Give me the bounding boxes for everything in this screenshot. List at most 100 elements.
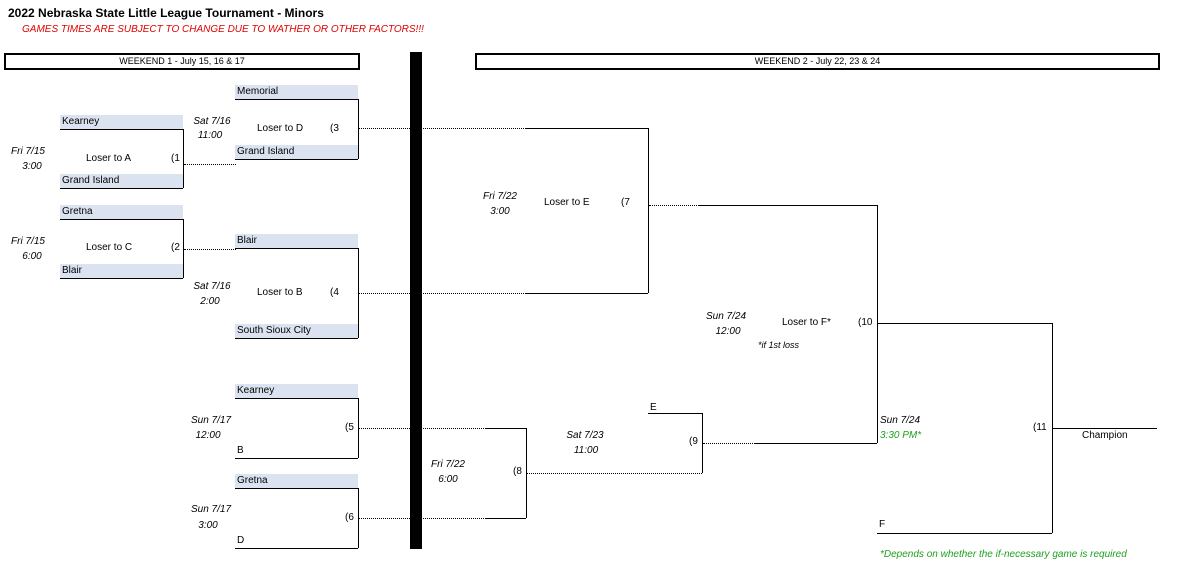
g8-game-number: (8 xyxy=(513,466,522,477)
g3-game-number: (3 xyxy=(330,123,339,134)
g2-loser-label: Loser to C xyxy=(86,242,133,253)
g7-top-line xyxy=(526,128,648,129)
weekend-divider xyxy=(410,52,422,549)
g2-bracket xyxy=(183,219,184,278)
g10-game-number: (10 xyxy=(858,317,873,328)
g10-bracket xyxy=(877,205,878,443)
g1-winner-line xyxy=(184,164,236,165)
g10-loser-label: Loser to F* xyxy=(782,317,831,328)
g6-day: Sun 7/17 xyxy=(190,504,232,515)
g5-time: 12:00 xyxy=(195,430,221,441)
g11-day: Sun 7/24 xyxy=(880,415,921,426)
g4-game-number: (4 xyxy=(330,287,339,298)
g6-bottom-team: D xyxy=(237,535,245,546)
g2-bottom-line xyxy=(60,278,183,279)
g2-game-number: (2 xyxy=(171,242,180,253)
g9-bracket xyxy=(702,413,703,473)
g10-day: Sun 7/24 xyxy=(705,311,747,322)
g6-bracket xyxy=(358,488,359,548)
g7-loser-label: Loser to E xyxy=(544,197,590,208)
champion-line xyxy=(1052,428,1157,429)
g1-day: Fri 7/15 xyxy=(11,146,45,157)
g3-top-line xyxy=(235,99,358,100)
g6-bottom-line xyxy=(235,548,358,549)
g1-bottom-team: Grand Island xyxy=(60,174,183,188)
g10-winner-line xyxy=(877,323,1052,324)
g7-bracket xyxy=(648,128,649,293)
g5-game-number: (5 xyxy=(345,422,354,433)
g9-day: Sat 7/23 xyxy=(566,430,604,441)
g9-game-number: (9 xyxy=(689,436,698,447)
g7-winner-line xyxy=(699,205,877,206)
g4-loser-label: Loser to B xyxy=(257,287,303,298)
g2-bottom-team: Blair xyxy=(60,264,183,278)
g10-note: *if 1st loss xyxy=(758,340,800,350)
g4-day: Sat 7/16 xyxy=(193,281,231,292)
g8-time: 6:00 xyxy=(438,474,458,485)
g1-game-number: (1 xyxy=(171,153,180,164)
g4-bottom-team: South Sioux City xyxy=(235,324,358,338)
g2-top-line xyxy=(60,219,183,220)
g6-game-number: (6 xyxy=(345,512,354,523)
g2-winner-line xyxy=(184,249,236,250)
champion-label: Champion xyxy=(1082,430,1128,441)
g4-top-line xyxy=(235,248,358,249)
g4-bottom-line xyxy=(235,338,358,339)
page-title: 2022 Nebraska State Little League Tourna… xyxy=(8,6,324,20)
g3-loser-label: Loser to D xyxy=(257,123,304,134)
g9-winner-dotted xyxy=(703,443,755,444)
g3-bottom-line xyxy=(235,159,358,160)
g1-top-line xyxy=(60,129,183,130)
g7-time: 3:00 xyxy=(490,206,510,217)
g8-bottom-line xyxy=(486,518,526,519)
g7-bottom-line xyxy=(526,293,648,294)
g6-top-line xyxy=(235,488,358,489)
weekend2-banner: WEEKEND 2 - July 22, 23 & 24 xyxy=(475,53,1160,70)
g8-bracket xyxy=(526,428,527,518)
g2-top-team: Gretna xyxy=(60,205,183,219)
g3-top-team: Memorial xyxy=(235,85,358,99)
g1-time: 3:00 xyxy=(22,161,42,172)
g1-bottom-line xyxy=(60,188,183,189)
g8-top-line xyxy=(486,428,526,429)
g11-game-number: (11 xyxy=(1033,422,1047,433)
warning-subtitle: GAMES TIMES ARE SUBJECT TO CHANGE DUE TO… xyxy=(22,24,424,35)
g1-loser-label: Loser to A xyxy=(86,153,132,164)
g5-winner-line xyxy=(359,428,526,429)
weekend1-banner: WEEKEND 1 - July 15, 16 & 17 xyxy=(4,53,360,70)
g1-top-team: Kearney xyxy=(60,115,183,129)
g7-winner-dotted xyxy=(649,205,699,206)
g3-day: Sat 7/16 xyxy=(193,116,231,127)
g4-bracket xyxy=(358,248,359,338)
g6-top-team: Gretna xyxy=(235,474,358,488)
g8-winner-line xyxy=(527,473,702,474)
g1-bracket xyxy=(183,129,184,188)
g9-winner-line xyxy=(755,443,877,444)
g5-top-line xyxy=(235,398,358,399)
g11-time: 3:30 PM* xyxy=(880,430,922,441)
g3-winner-line xyxy=(359,128,526,129)
g3-time: 11:00 xyxy=(197,130,223,141)
g4-top-team: Blair xyxy=(235,234,358,248)
g10-time: 12:00 xyxy=(715,326,741,337)
g5-bottom-line xyxy=(235,458,358,459)
g6-winner-line xyxy=(359,518,526,519)
g7-day: Fri 7/22 xyxy=(483,191,517,202)
footnote: *Depends on whether the if-necessary gam… xyxy=(880,549,1127,560)
g5-bottom-team: B xyxy=(237,445,244,456)
g5-day: Sun 7/17 xyxy=(190,415,232,426)
g3-bracket xyxy=(358,99,359,159)
g8-day: Fri 7/22 xyxy=(431,459,465,470)
g5-bracket xyxy=(358,398,359,458)
g9-top-team: E xyxy=(650,402,657,413)
g6-time: 3:00 xyxy=(198,520,218,531)
g2-time: 6:00 xyxy=(22,251,42,262)
g3-bottom-team: Grand Island xyxy=(235,145,358,159)
g4-time: 2:00 xyxy=(200,296,220,307)
g7-game-number: (7 xyxy=(621,197,630,208)
g4-winner-line xyxy=(359,293,526,294)
g11-bottom-line xyxy=(877,533,1052,534)
g2-day: Fri 7/15 xyxy=(11,236,45,247)
g11-bottom-team: F xyxy=(879,519,886,530)
g9-top-line xyxy=(648,413,702,414)
